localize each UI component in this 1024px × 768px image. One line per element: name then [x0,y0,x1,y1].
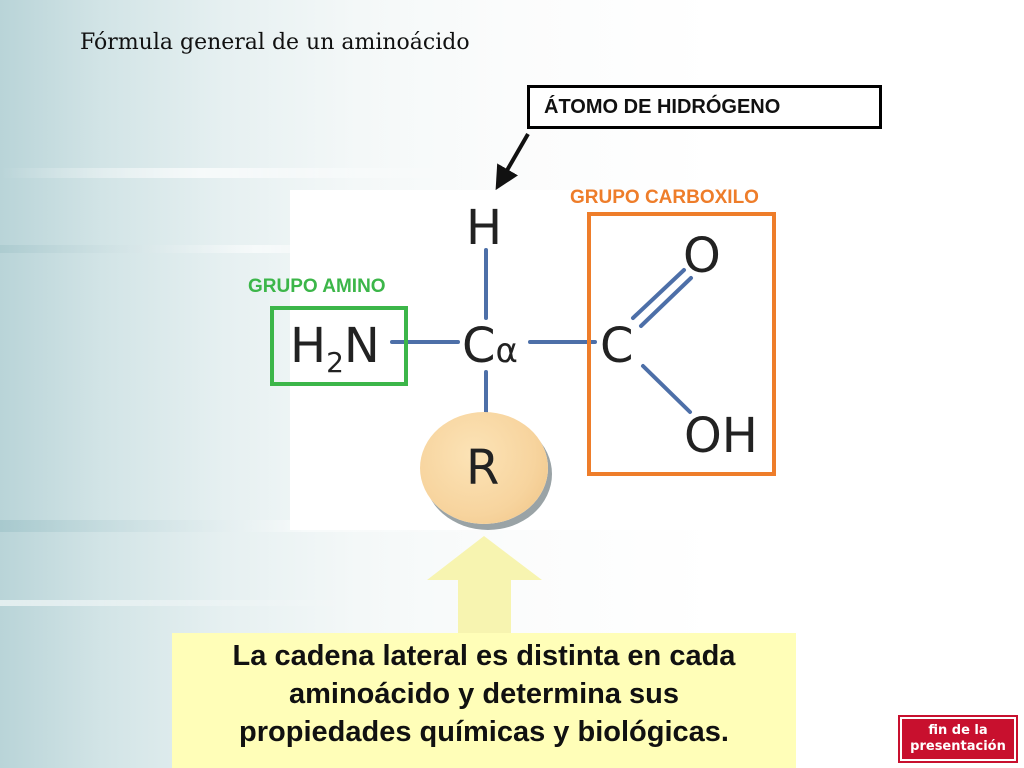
alpha-carbon-letter: C [462,318,496,374]
side-chain-r: R [466,440,500,496]
oxygen-atom: O [683,228,721,284]
amino-group-label: GRUPO AMINO [248,276,386,297]
hydrogen-callout-box: ÁTOMO DE HIDRÓGENO [527,85,882,129]
hydrogen-atom: H [466,200,503,256]
amino-group-box [270,306,408,386]
carboxyl-group-box [587,212,776,476]
hydrogen-callout-label: ÁTOMO DE HIDRÓGENO [544,95,781,118]
caption-line: aminoácido y determina sus [288,678,679,710]
hydroxyl-group: OH [684,408,758,464]
amino-n: N [343,318,380,374]
double-bond-2 [639,276,693,328]
carboxyl-group-label: GRUPO CARBOXILO [570,187,759,208]
alpha-carbon: Cα [462,322,518,370]
end-presentation-button[interactable]: fin de la presentación [898,715,1018,763]
end-presentation-label: fin de la presentación [902,719,1014,759]
slide-title: Fórmula general de un aminoácido [80,30,470,55]
side-chain-circle [420,412,548,524]
bond-c-oh [641,364,692,414]
amino-subscript: 2 [326,346,344,379]
side-chain-arrow [427,536,542,636]
background-streak [0,600,1024,606]
caption-line: propiedades químicas y biológicas. [239,716,729,748]
end-button-line1: fin de la [928,723,988,738]
callout-arrow [495,133,530,191]
carboxyl-carbon: C [600,318,634,374]
amino-group-formula: H2N [290,322,380,377]
caption-line: La cadena lateral es distinta en cada [232,640,736,672]
double-bond-1 [631,268,686,320]
alpha-symbol: α [495,331,518,371]
side-chain-caption: La cadena lateral es distinta en cada am… [172,633,796,768]
amino-h: H [290,318,327,374]
end-button-line2: presentación [910,739,1006,754]
